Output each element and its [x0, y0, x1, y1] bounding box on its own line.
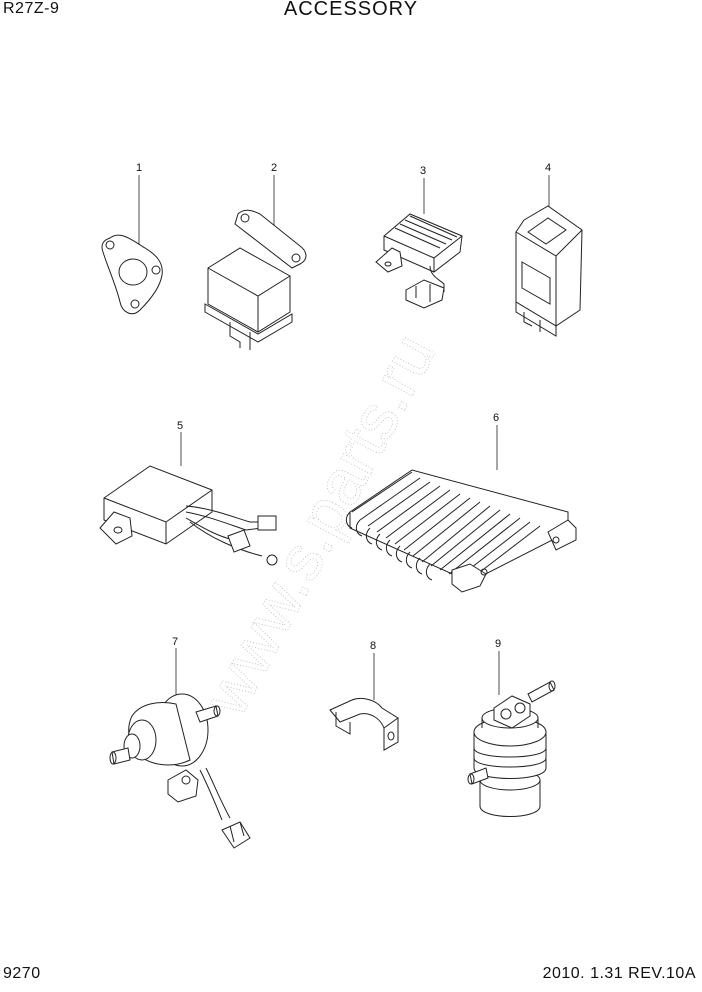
- part-number-3: 3: [420, 165, 426, 177]
- part-9-fuel-filter: [467, 651, 556, 817]
- page-number: 9270: [3, 965, 41, 982]
- part-3-controller: [375, 178, 463, 309]
- part-4-control-unit: [515, 175, 583, 337]
- part-number-1: 1: [136, 162, 142, 174]
- part-number-6: 6: [493, 412, 499, 424]
- part-number-7: 7: [172, 636, 178, 648]
- part-5-timer-unit: [99, 432, 278, 566]
- part-number-8: 8: [370, 640, 376, 652]
- page-title: ACCESSORY: [283, 0, 419, 20]
- part-7-fuel-pump: [109, 648, 251, 849]
- part-number-9: 9: [495, 638, 501, 650]
- part-6-oil-cooler: [345, 425, 577, 593]
- part-1-gasket: [101, 175, 163, 315]
- part-8-clamp: [329, 653, 399, 751]
- revision-date: 2010. 1.31 REV.10A: [542, 965, 696, 982]
- model-code: R27Z-9: [3, 0, 60, 17]
- part-number-5: 5: [177, 420, 183, 432]
- part-number-2: 2: [271, 162, 277, 174]
- part-number-4: 4: [545, 162, 551, 174]
- part-2-relay: [204, 175, 307, 350]
